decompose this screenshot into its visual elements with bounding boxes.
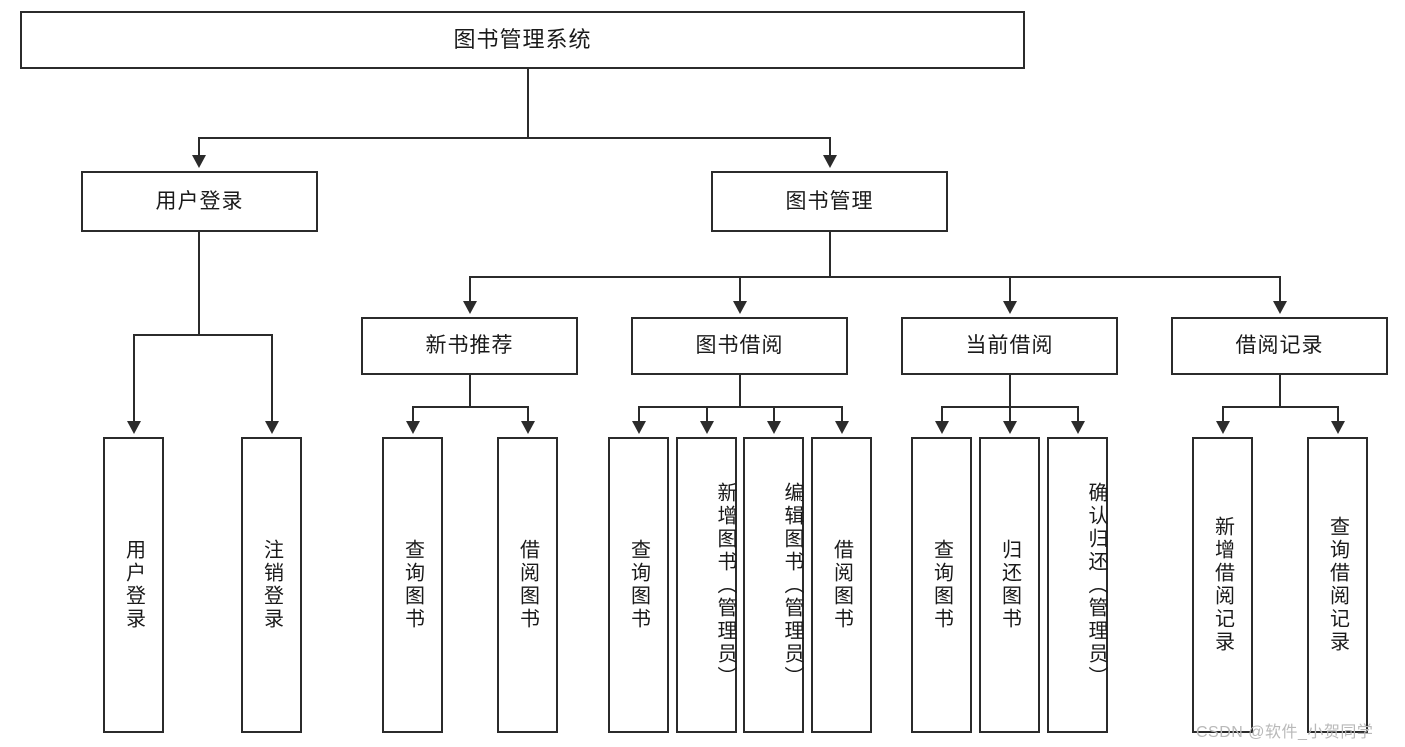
- connector-borrow-drop-3: [773, 406, 775, 422]
- arrow-bookmgmt-to-record: [1273, 301, 1287, 314]
- leaf-label: 查询图书: [627, 539, 650, 631]
- leaf-user-login: 用户登录: [103, 437, 164, 733]
- arrow-borrow-leaf-2: [700, 421, 714, 434]
- arrow-root-to-userlogin: [192, 155, 206, 168]
- arrow-borrow-leaf-3: [767, 421, 781, 434]
- leaf-label: 编辑图书（管理员）: [781, 481, 803, 689]
- node-new-book-recommend: 新书推荐: [361, 317, 578, 375]
- arrow-userlogin-leaf-1: [127, 421, 141, 434]
- connector-borrow-drop-1: [638, 406, 640, 422]
- leaf-label: 确认归还（管理员）: [1085, 481, 1107, 689]
- arrow-borrow-leaf-1: [632, 421, 646, 434]
- connector-current-drop-1: [941, 406, 943, 422]
- node-book-borrow: 图书借阅: [631, 317, 848, 375]
- leaf-recommend-query-book: 查询图书: [382, 437, 443, 733]
- connector-root-to-userlogin: [198, 137, 200, 157]
- arrow-bookmgmt-to-borrow: [733, 301, 747, 314]
- leaf-label: 查询图书: [401, 539, 424, 631]
- connector-borrow-drop-4: [841, 406, 843, 422]
- connector-root-to-bookmgmt: [829, 137, 831, 157]
- connector-userlogin-bus: [133, 334, 271, 336]
- connector-record-drop-2: [1337, 406, 1339, 422]
- connector-userlogin-drop-2: [271, 334, 273, 422]
- connector-recommend-drop-2: [527, 406, 529, 422]
- leaf-label: 新增图书（管理员）: [714, 481, 736, 689]
- node-book-management: 图书管理: [711, 171, 948, 232]
- leaf-label: 查询图书: [930, 539, 953, 631]
- arrow-current-leaf-2: [1003, 421, 1017, 434]
- leaf-current-return-book: 归还图书: [979, 437, 1040, 733]
- leaf-recommend-borrow-book: 借阅图书: [497, 437, 558, 733]
- leaf-label: 新增借阅记录: [1211, 516, 1234, 654]
- node-current-borrow: 当前借阅: [901, 317, 1118, 375]
- leaf-borrow-add-book-admin: 新增图书（管理员）: [676, 437, 737, 733]
- leaf-label: 注销登录: [260, 539, 283, 631]
- connector-record-drop-1: [1222, 406, 1224, 422]
- leaf-label: 查询借阅记录: [1326, 516, 1349, 654]
- arrow-current-leaf-3: [1071, 421, 1085, 434]
- connector-recommend-bus: [412, 406, 527, 408]
- arrow-bookmgmt-to-recommend: [463, 301, 477, 314]
- connector-current-stem: [1009, 375, 1011, 407]
- arrow-recommend-leaf-2: [521, 421, 535, 434]
- connector-borrow-stem: [739, 375, 741, 407]
- connector-root-stem: [527, 69, 529, 138]
- leaf-borrow-query-book: 查询图书: [608, 437, 669, 733]
- connector-bookmgmt-drop-3: [1009, 276, 1011, 302]
- leaf-label: 用户登录: [122, 539, 145, 631]
- arrow-current-leaf-1: [935, 421, 949, 434]
- leaf-borrow-edit-book-admin: 编辑图书（管理员）: [743, 437, 804, 733]
- leaf-borrow-borrow-book: 借阅图书: [811, 437, 872, 733]
- arrow-recommend-leaf-1: [406, 421, 420, 434]
- connector-bookmgmt-drop-1: [469, 276, 471, 302]
- connector-recommend-stem: [469, 375, 471, 407]
- arrow-borrow-leaf-4: [835, 421, 849, 434]
- connector-recommend-drop-1: [412, 406, 414, 422]
- node-root-system: 图书管理系统: [20, 11, 1025, 69]
- arrow-bookmgmt-to-current: [1003, 301, 1017, 314]
- leaf-label: 借阅图书: [516, 539, 539, 631]
- connector-current-drop-3: [1077, 406, 1079, 422]
- connector-bookmgmt-drop-4: [1279, 276, 1281, 302]
- connector-bookmgmt-drop-2: [739, 276, 741, 302]
- connector-borrow-drop-2: [706, 406, 708, 422]
- connector-borrow-bus: [638, 406, 841, 408]
- arrow-root-to-bookmgmt: [823, 155, 837, 168]
- leaf-record-add-borrow-record: 新增借阅记录: [1192, 437, 1253, 733]
- connector-root-bus: [198, 137, 830, 139]
- connector-userlogin-drop-1: [133, 334, 135, 422]
- connector-current-drop-2: [1009, 406, 1011, 422]
- leaf-label: 借阅图书: [830, 539, 853, 631]
- leaf-logout-login: 注销登录: [241, 437, 302, 733]
- connector-bookmgmt-bus: [469, 276, 1281, 278]
- connector-bookmgmt-stem: [829, 232, 831, 277]
- arrow-record-leaf-1: [1216, 421, 1230, 434]
- connector-record-bus: [1222, 406, 1337, 408]
- connector-record-stem: [1279, 375, 1281, 407]
- leaf-record-query-borrow-record: 查询借阅记录: [1307, 437, 1368, 733]
- arrow-userlogin-leaf-2: [265, 421, 279, 434]
- node-user-login: 用户登录: [81, 171, 318, 232]
- arrow-record-leaf-2: [1331, 421, 1345, 434]
- leaf-current-query-book: 查询图书: [911, 437, 972, 733]
- leaf-label: 归还图书: [998, 539, 1021, 631]
- node-borrow-record: 借阅记录: [1171, 317, 1388, 375]
- connector-userlogin-stem: [198, 232, 200, 335]
- leaf-current-confirm-return-admin: 确认归还（管理员）: [1047, 437, 1108, 733]
